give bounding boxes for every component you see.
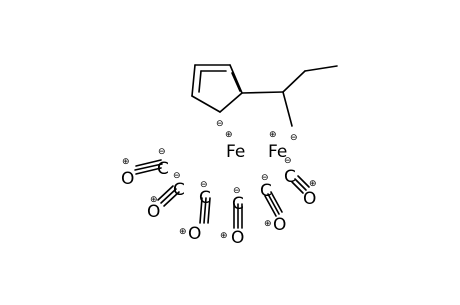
co4-c-label: C (232, 194, 244, 214)
co1-o-label: O (121, 169, 134, 189)
co6-o-label: O (303, 189, 316, 209)
co3-o-charge: ⊕ (179, 227, 187, 237)
co3-c-label: C (199, 188, 211, 208)
co5-c-charge: ⊖ (261, 173, 269, 183)
co5-o-charge: ⊕ (264, 219, 272, 229)
co1-c-charge: ⊖ (158, 147, 166, 157)
fe2-atom-label: Fe (268, 142, 287, 162)
ring-bond-4 (191, 95, 221, 113)
co2-c-label: C (173, 180, 185, 200)
co6-triple-bond (291, 175, 310, 194)
chain-bond-2 (282, 70, 306, 93)
co2-o-label: O (147, 202, 160, 222)
co5-triple-bond (264, 191, 283, 217)
co3-o-label: O (188, 224, 201, 244)
co3-triple-bond (199, 197, 211, 224)
chain-bond-4 (282, 91, 293, 127)
fe2-charge: ⊕ (269, 130, 277, 140)
co3-c-charge: ⊖ (200, 180, 208, 190)
co5-o-label: O (273, 215, 286, 235)
co1-triple-bond (134, 159, 163, 175)
co6-o-charge: ⊕ (309, 179, 317, 189)
co1-o-charge: ⊕ (122, 157, 130, 167)
ring-bond-2 (229, 64, 243, 94)
co4-triple-bond (233, 203, 243, 229)
co4-o-label: O (231, 228, 244, 248)
ring-bond-2-inner (231, 72, 241, 92)
co2-o-charge: ⊕ (150, 195, 158, 205)
ring-carbanion-charge: ⊖ (216, 119, 224, 129)
ring-bond-3 (219, 92, 243, 113)
co4-c-charge: ⊖ (233, 186, 241, 196)
co6-c-charge: ⊖ (284, 156, 292, 166)
fe1-charge: ⊕ (225, 130, 233, 140)
chain-bond-3 (304, 65, 338, 72)
co6-c-label: C (284, 167, 296, 187)
ring-bond-5 (191, 64, 196, 97)
co4-o-charge: ⊕ (220, 231, 228, 241)
ring-bond-5-inner (198, 70, 202, 93)
co2-c-charge: ⊖ (173, 171, 181, 181)
co5-c-label: C (260, 181, 272, 201)
chain-bond-1 (241, 91, 284, 94)
fe1-atom-label: Fe (226, 142, 245, 162)
co1-c-label: C (157, 159, 169, 179)
ch2-carbanion-charge: ⊖ (290, 133, 298, 143)
co2-triple-bond (157, 185, 180, 207)
